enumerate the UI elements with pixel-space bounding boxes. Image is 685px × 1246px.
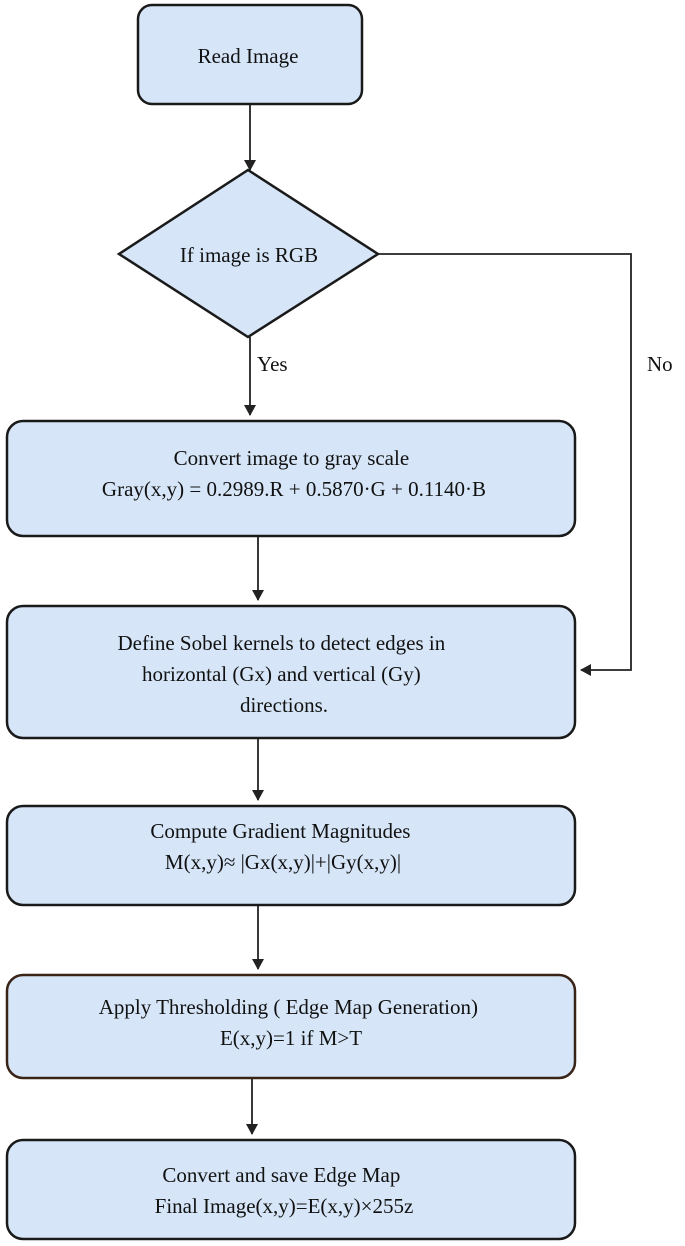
svg-text:Apply Thresholding ( Edge Map: Apply Thresholding ( Edge Map Generation… xyxy=(99,995,484,1050)
node-sobel-line-2: horizontal (Gx) and vertical (Gy) xyxy=(142,662,421,686)
node-sobel-kernels: Define Sobel kernels to detect edges in … xyxy=(5,604,577,740)
node-gray-scale: Convert image to gray scale Gray(x,y) = … xyxy=(5,419,577,538)
svg-text:Define Sobel kernels to detect: Define Sobel kernels to detect edges in … xyxy=(118,631,451,717)
edge-no-to-sobel xyxy=(378,253,632,676)
node-gray-scale-line-1: Convert image to gray scale xyxy=(174,446,410,470)
connectors xyxy=(244,104,632,1135)
svg-text:Convert and save Edge Map: Convert and save Edge Map Final Image(x,… xyxy=(155,1163,414,1218)
node-gradient-line-1: Compute Gradient Magnitudes xyxy=(150,819,410,843)
edge-label-yes: Yes xyxy=(257,352,288,376)
node-decision-is-rgb: If image is RGB xyxy=(116,168,381,339)
node-sobel-line-3: directions. xyxy=(240,693,328,717)
node-save-edge-map: Convert and save Edge Map Final Image(x,… xyxy=(5,1138,577,1241)
node-read-image-line: Read Image xyxy=(198,44,299,68)
svg-text:Convert image to gray scale: Convert image to gray scale Gray(x,y) = … xyxy=(102,446,486,501)
node-save-line-1: Convert and save Edge Map xyxy=(162,1163,400,1187)
edge-label-no: No xyxy=(647,352,673,376)
node-sobel-line-1: Define Sobel kernels to detect edges in xyxy=(118,631,446,655)
node-save-line-2: Final Image(x,y)=E(x,y)×255z xyxy=(155,1194,414,1218)
node-threshold-line-1: Apply Thresholding ( Edge Map Generation… xyxy=(99,995,478,1019)
node-threshold-line-2: E(x,y)=1 if M>T xyxy=(220,1026,362,1050)
node-decision-line: If image is RGB xyxy=(180,243,318,267)
node-read-image: Read Image xyxy=(136,3,364,106)
svg-text:Read Image: Read Image xyxy=(198,44,299,68)
svg-text:Compute Gradient Magnitudes: Compute Gradient Magnitudes M(x,y)≈ |Gx(… xyxy=(150,819,415,874)
node-gradient-line-2: M(x,y)≈ |Gx(x,y)|+|Gy(x,y)| xyxy=(165,850,401,874)
node-thresholding: Apply Thresholding ( Edge Map Generation… xyxy=(5,973,577,1080)
svg-text:If image is RGB: If image is RGB xyxy=(180,243,318,267)
node-gradient-magnitudes: Compute Gradient Magnitudes M(x,y)≈ |Gx(… xyxy=(5,804,577,907)
node-gray-scale-line-2: Gray(x,y) = 0.2989.R + 0.5870·G + 0.1140… xyxy=(102,477,486,501)
